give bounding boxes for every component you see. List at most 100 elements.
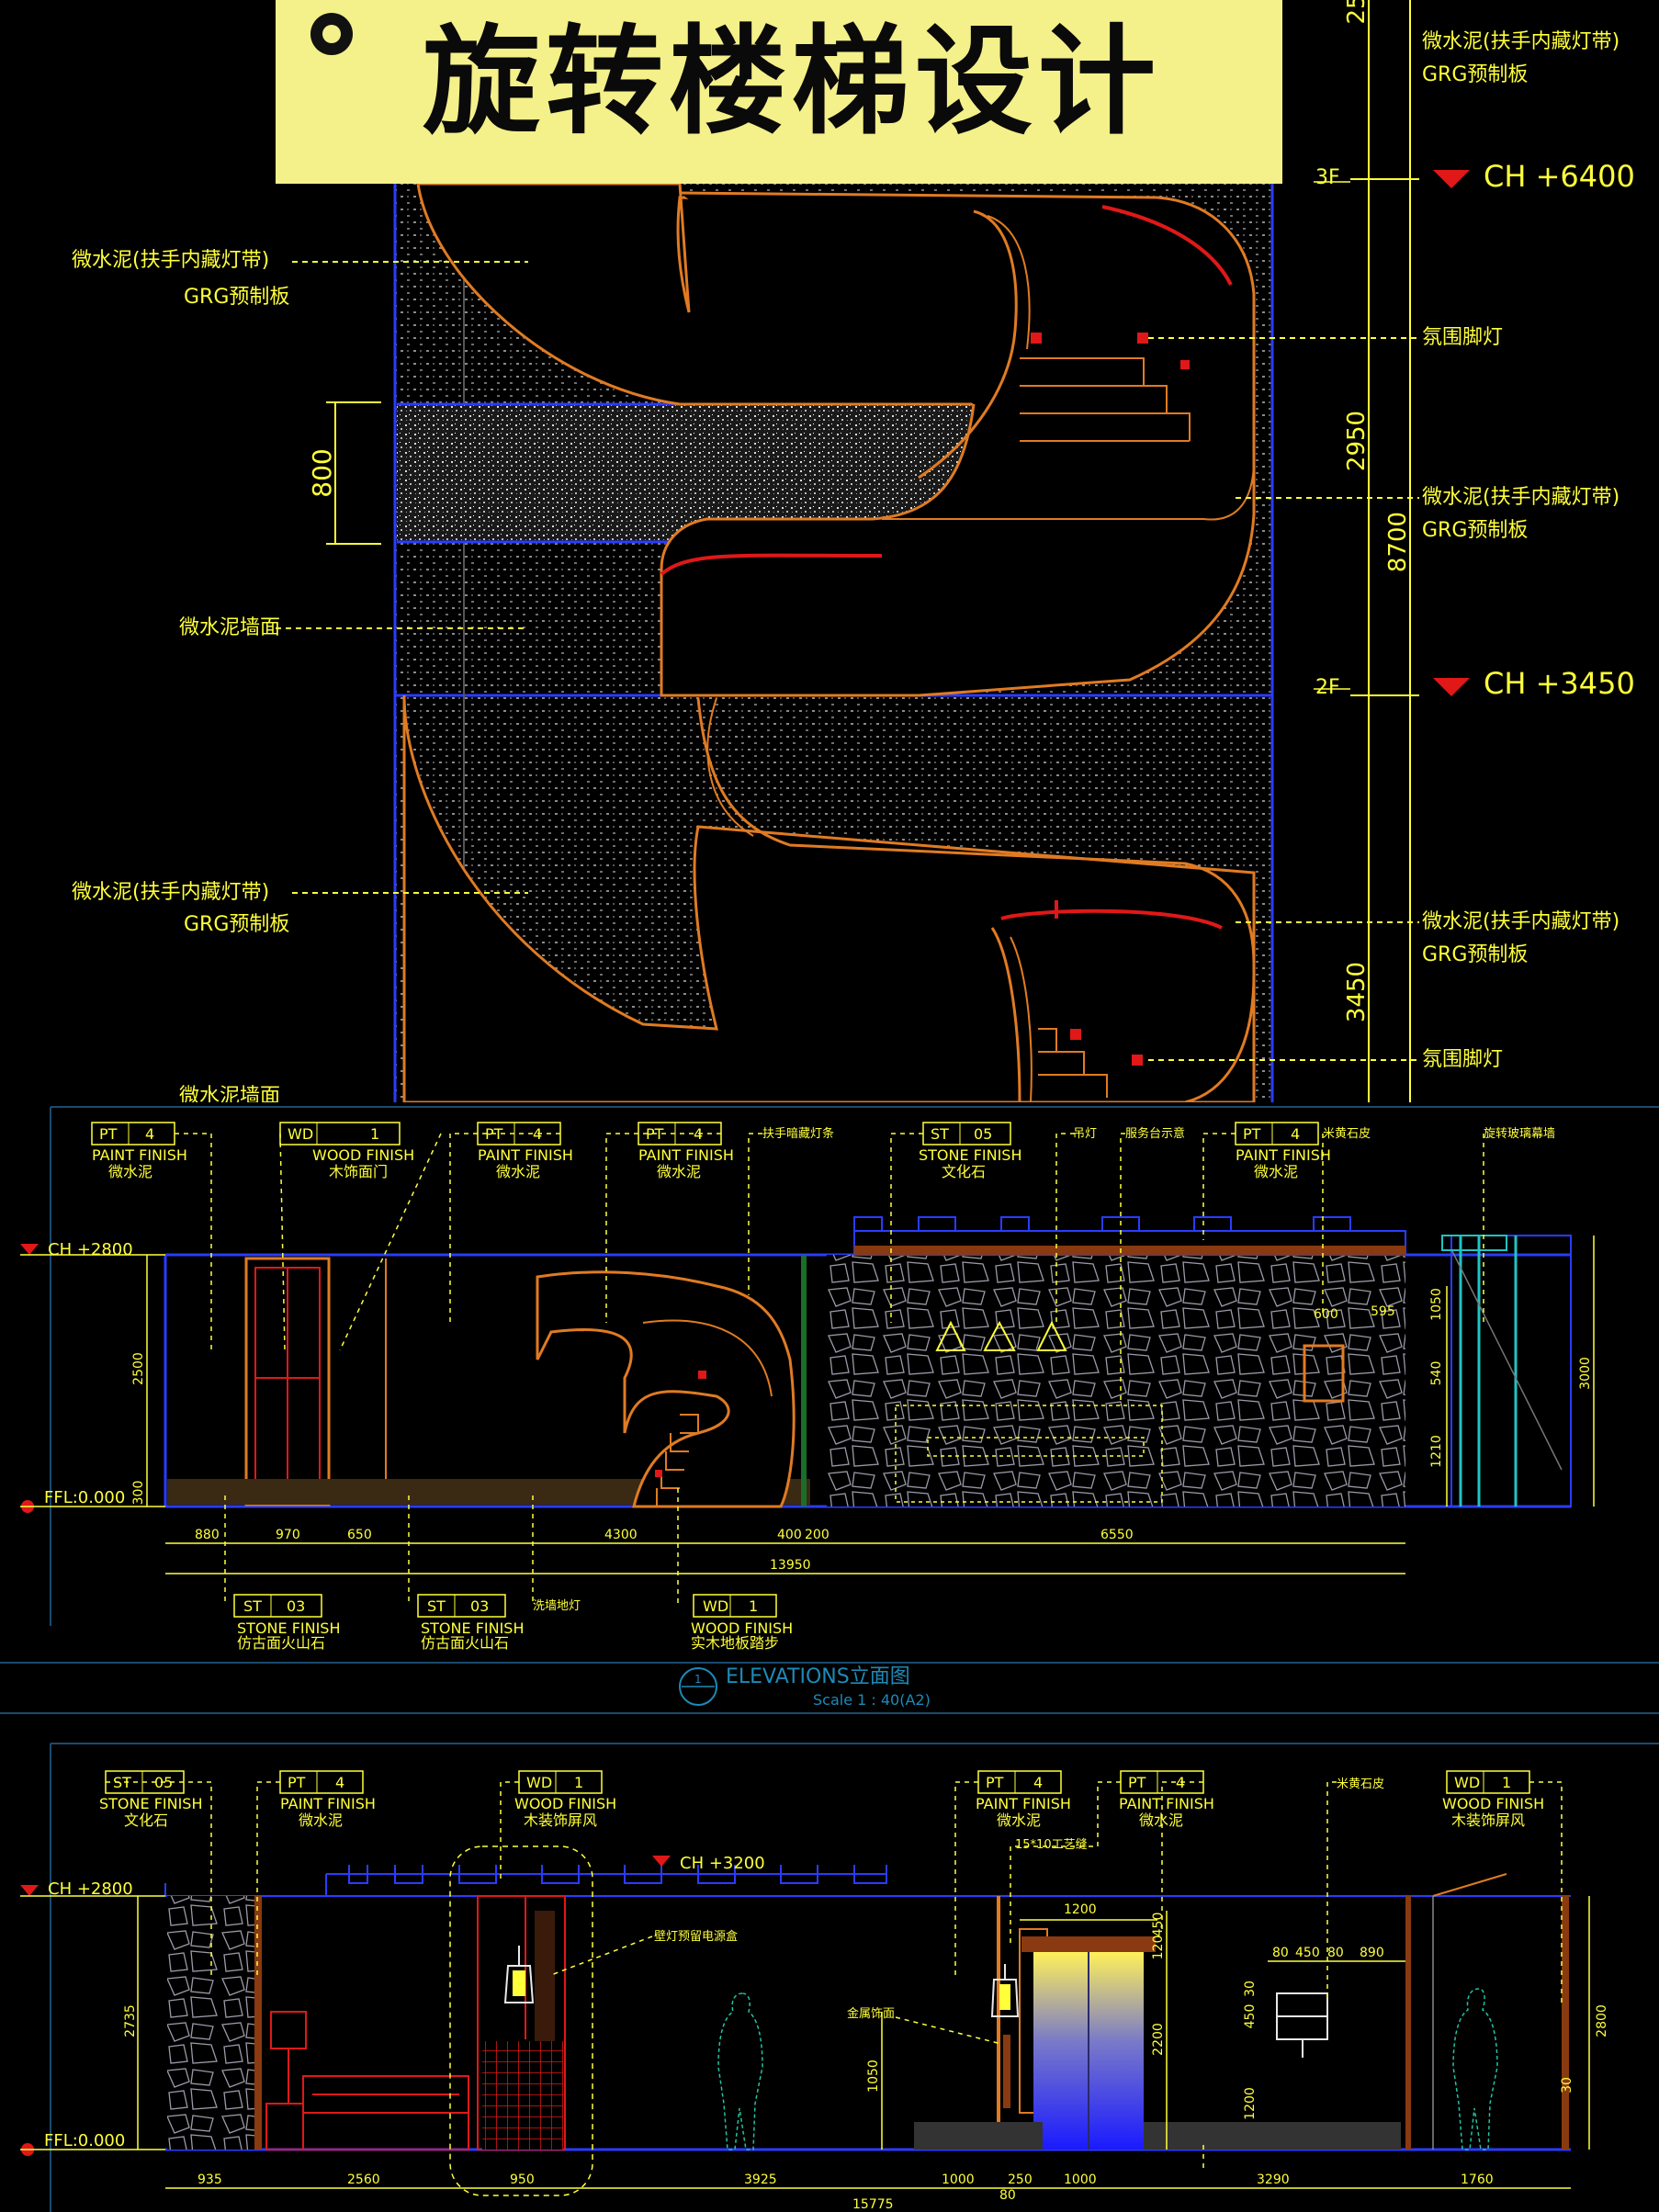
- svg-text:微水泥: 微水泥: [1254, 1163, 1298, 1180]
- svg-text:1: 1: [370, 1125, 379, 1143]
- dims-bottom-horizontal: 935 2560 950 3925 1000 250 1000 3290 176…: [165, 2172, 1571, 2212]
- svg-text:1000: 1000: [942, 2172, 975, 2187]
- svg-text:3290: 3290: [1257, 2172, 1290, 2187]
- svg-text:PT: PT: [1243, 1125, 1261, 1143]
- svg-text:2560: 2560: [347, 2172, 380, 2187]
- svg-text:200: 200: [805, 1528, 830, 1542]
- label-left-1a: 微水泥(扶手内藏灯带): [72, 249, 269, 272]
- label-left-3a: 微水泥(扶手内藏灯带): [72, 881, 269, 904]
- svg-text:微水泥: 微水泥: [299, 1811, 343, 1829]
- svg-text:80: 80: [1327, 1946, 1344, 1960]
- stair-outer-curve-top: [660, 191, 1256, 697]
- svg-text:1050: 1050: [866, 2060, 881, 2093]
- floor-2f: 2F: [1315, 676, 1340, 699]
- svg-text:CH +3200: CH +3200: [680, 1854, 765, 1873]
- svg-text:450: 450: [1295, 1946, 1320, 1960]
- svg-text:600: 600: [1314, 1307, 1338, 1322]
- svg-text:450: 450: [1151, 1913, 1166, 1937]
- svg-text:03: 03: [470, 1597, 489, 1615]
- svg-text:595: 595: [1371, 1304, 1395, 1319]
- svg-text:PAINT FINISH: PAINT FINISH: [280, 1795, 376, 1812]
- svg-text:4300: 4300: [604, 1528, 638, 1542]
- svg-text:3925: 3925: [744, 2172, 777, 2187]
- leader-lines-bottom: [106, 1781, 1563, 2168]
- svg-text:2735: 2735: [123, 2004, 138, 2037]
- svg-text:洗墙地灯: 洗墙地灯: [533, 1599, 581, 1613]
- level-markers-bottom: CH +2800 CH +3200 FFL:0.000: [20, 1854, 765, 2156]
- svg-text:木装饰屏风: 木装饰屏风: [1451, 1811, 1525, 1829]
- svg-text:扶手暗藏灯条: 扶手暗藏灯条: [762, 1126, 834, 1141]
- human-figure-2: [1452, 1988, 1498, 2150]
- bullet-icon: [310, 13, 353, 55]
- svg-text:CH +2800: CH +2800: [48, 1240, 133, 1259]
- svg-text:FFL:0.000: FFL:0.000: [44, 2131, 125, 2150]
- svg-text:WOOD FINISH: WOOD FINISH: [1442, 1795, 1544, 1812]
- svg-text:服务台示意: 服务台示意: [1125, 1126, 1185, 1141]
- svg-text:30: 30: [1243, 1981, 1258, 1997]
- label-right-3b: GRG预制板: [1422, 519, 1528, 542]
- svg-text:CH +2800: CH +2800: [48, 1879, 133, 1899]
- svg-text:PT: PT: [986, 1774, 1004, 1791]
- svg-text:650: 650: [347, 1528, 372, 1542]
- label-right-5: 氛围脚灯: [1422, 1048, 1503, 1071]
- dim-2950: 2950: [1343, 411, 1371, 471]
- right-annotations: 微水泥(扶手内藏灯带) GRG预制板 氛围脚灯 微水泥(扶手内藏灯带) GRG预…: [1148, 30, 1620, 1071]
- svg-text:4: 4: [335, 1774, 344, 1791]
- stair-steps-upper: [1020, 357, 1191, 442]
- svg-text:540: 540: [1429, 1361, 1444, 1386]
- svg-text:15775: 15775: [852, 2197, 894, 2212]
- svg-text:PAINT FINISH: PAINT FINISH: [92, 1146, 187, 1164]
- svg-text:STONE FINISH: STONE FINISH: [919, 1146, 1021, 1164]
- svg-text:微水泥: 微水泥: [496, 1163, 540, 1180]
- svg-text:壁灯预留电源盒: 壁灯预留电源盒: [654, 1929, 738, 1944]
- page-title: 旋转楼梯设计: [423, 14, 1162, 151]
- svg-text:ST: ST: [427, 1597, 446, 1615]
- svg-text:80: 80: [999, 2188, 1016, 2203]
- label-left-1b: GRG预制板: [184, 286, 289, 309]
- label-right-1b: GRG预制板: [1422, 63, 1528, 86]
- level-ch-6400: CH +6400: [1484, 159, 1635, 194]
- svg-text:文化石: 文化石: [942, 1163, 986, 1180]
- wall-lamp-2: [990, 1964, 1020, 2017]
- stair-steps-lower: [1038, 1028, 1108, 1098]
- svg-text:1: 1: [574, 1774, 583, 1791]
- svg-text:6550: 6550: [1100, 1528, 1134, 1542]
- svg-text:微水泥: 微水泥: [997, 1811, 1041, 1829]
- dim-top-partial: 25: [1343, 0, 1371, 25]
- svg-text:2500: 2500: [131, 1352, 146, 1385]
- caption-title: ELEVATIONS立面图: [726, 1665, 910, 1688]
- svg-text:05: 05: [974, 1125, 992, 1143]
- dimension-800: [326, 401, 381, 545]
- svg-text:1200: 1200: [1064, 1902, 1097, 1917]
- notes-top: 扶手暗藏灯条 吊灯 服务台示意 米黄石皮 旋转玻璃幕墙: [762, 1126, 1555, 1141]
- svg-text:WD: WD: [703, 1597, 728, 1615]
- svg-text:PAINT FINISH: PAINT FINISH: [478, 1146, 573, 1164]
- svg-text:1210: 1210: [1429, 1435, 1444, 1468]
- foot-light-2: [1137, 333, 1148, 344]
- dims-mid-bottom: 880 970 650 4300 400 200 6550 13950: [165, 1528, 1405, 1574]
- svg-text:仿古面火山石: 仿古面火山石: [421, 1634, 509, 1652]
- svg-text:PT: PT: [288, 1774, 306, 1791]
- notes-bottom-elev: 米黄石皮 15*10工艺缝 壁灯预留电源盒 金属饰面: [654, 1778, 1384, 2021]
- svg-text:4: 4: [145, 1125, 154, 1143]
- label-right-4b: GRG预制板: [1422, 943, 1528, 966]
- dim-3450: 3450: [1343, 962, 1371, 1022]
- svg-text:STONE FINISH: STONE FINISH: [421, 1620, 524, 1637]
- elevation-caption: 1 ELEVATIONS立面图 Scale 1 : 40(A2): [0, 1662, 1659, 1714]
- svg-text:1000: 1000: [1064, 2172, 1097, 2187]
- label-right-3a: 微水泥(扶手内藏灯带): [1422, 486, 1620, 509]
- svg-text:旋转玻璃幕墙: 旋转玻璃幕墙: [1484, 1127, 1555, 1141]
- label-left-2: 微水泥墙面: [179, 616, 280, 639]
- svg-text:STONE FINISH: STONE FINISH: [99, 1795, 202, 1812]
- human-figure-1: [717, 1992, 763, 2150]
- level-ch-3450: CH +3450: [1484, 666, 1635, 701]
- svg-text:30: 30: [1560, 2077, 1574, 2094]
